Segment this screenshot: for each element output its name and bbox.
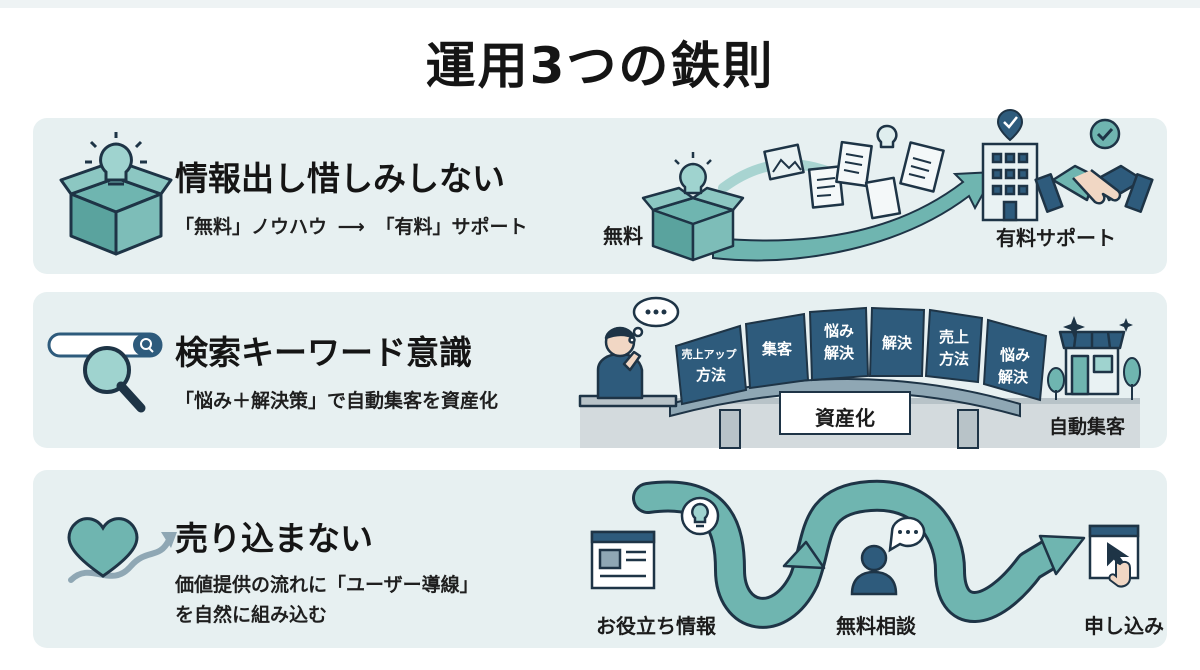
keyword-4-line1: 解決 bbox=[882, 334, 913, 352]
rule1-subtitle: 「無料」ノウハウ ⟶ 「有料」サポート bbox=[175, 212, 528, 239]
keyword-block-3 bbox=[808, 306, 870, 382]
thinking-person-icon bbox=[578, 326, 678, 408]
keyword-5-line2: 方法 bbox=[939, 350, 969, 368]
sparkle-icon bbox=[1063, 316, 1133, 338]
page-title: 運用3つの鉄則 bbox=[425, 37, 775, 95]
cursor-hand-icon bbox=[1107, 542, 1131, 588]
search-magnifier-icon bbox=[47, 332, 163, 413]
keyword-3-line1: 悩み bbox=[823, 322, 854, 340]
rule3-sub-line1: 価値提供の流れに「ユーザー導線」 bbox=[175, 574, 479, 596]
rule2-subtitle: 「悩み＋解決策」で自動集客を資産化 bbox=[175, 390, 499, 412]
building-icon bbox=[981, 142, 1039, 222]
keyword-block-5 bbox=[924, 308, 984, 384]
keyword-5-line1: 売上 bbox=[939, 328, 969, 346]
doc-icon-4 bbox=[899, 141, 945, 193]
doc-icon-3 bbox=[864, 176, 902, 220]
keyword-block-1 bbox=[674, 324, 748, 406]
handshake-icon bbox=[1034, 164, 1154, 213]
label-paid-support: 有料サポート bbox=[996, 226, 1116, 250]
step-free-consultation: 無料相談 bbox=[836, 614, 916, 638]
asset-label-box bbox=[779, 391, 911, 435]
keyword-6-line1: 悩み bbox=[999, 346, 1030, 364]
rule1-sub-to: 「有料」サポート bbox=[375, 216, 528, 238]
consultation-person-icon bbox=[850, 544, 898, 596]
rule1-sub-from: 「無料」ノウハウ bbox=[175, 216, 328, 238]
long-arrow-icon: ⟶ bbox=[337, 216, 365, 238]
flow-arrowhead bbox=[1038, 534, 1086, 576]
tree-icon bbox=[1047, 357, 1141, 400]
small-bulb-icon bbox=[876, 124, 898, 149]
rule2-heading: 検索キーワード意識 bbox=[175, 333, 472, 372]
keyword-3-line2: 解決 bbox=[824, 344, 855, 362]
thought-bubble-icon bbox=[628, 296, 680, 344]
check-pin-icon bbox=[996, 108, 1024, 142]
check-circle-icon bbox=[1089, 118, 1121, 150]
free-box-icon bbox=[641, 152, 745, 262]
rule-panel-2: 検索キーワード意識 「悩み＋解決策」で自動集客を資産化 売上アップ 方法 集客 … bbox=[33, 292, 1167, 449]
rule-panel-3: 売り込まない 価値提供の流れに「ユーザー導線」 を自然に組み込む bbox=[33, 470, 1167, 648]
idea-box-icon bbox=[59, 132, 173, 256]
rule3-heading: 売り込まない bbox=[175, 519, 373, 558]
rule1-heading: 情報出し惜しみしない bbox=[175, 159, 505, 198]
keyword-6-line2: 解決 bbox=[998, 368, 1029, 386]
heart-arrow-icon bbox=[67, 517, 177, 583]
keyword-2-line1: 集客 bbox=[761, 340, 793, 358]
keyword-block-4 bbox=[868, 306, 926, 377]
label-free: 無料 bbox=[603, 224, 643, 248]
keyword-bridge-illustration: 売上アップ 方法 集客 悩み 解決 解決 売上 方法 悩み 解決 bbox=[578, 296, 1141, 449]
keyword-1-line1: 売上アップ bbox=[682, 347, 738, 361]
free-to-paid-illustration bbox=[641, 108, 1154, 262]
rule3-sub-line2: を自然に組み込む bbox=[175, 604, 328, 626]
info-page-icon bbox=[590, 530, 656, 590]
top-strip bbox=[0, 0, 1200, 8]
rule-panel-1: 情報出し惜しみしない 「無料」ノウハウ ⟶ 「有料」サポート bbox=[33, 108, 1167, 274]
shop-icon bbox=[1058, 330, 1126, 396]
label-auto-attract: 自動集客 bbox=[1049, 416, 1126, 438]
step-useful-info: お役立ち情報 bbox=[596, 614, 716, 638]
user-flow-illustration bbox=[590, 479, 1140, 629]
idea-bubble-icon bbox=[680, 496, 720, 536]
chat-bubble-icon bbox=[888, 516, 926, 553]
keyword-1-line2: 方法 bbox=[696, 366, 726, 384]
label-asset: 資産化 bbox=[815, 406, 875, 430]
step-application: 申し込み bbox=[1084, 614, 1164, 638]
keyword-block-6 bbox=[982, 318, 1048, 402]
keyword-block-2 bbox=[744, 312, 810, 390]
